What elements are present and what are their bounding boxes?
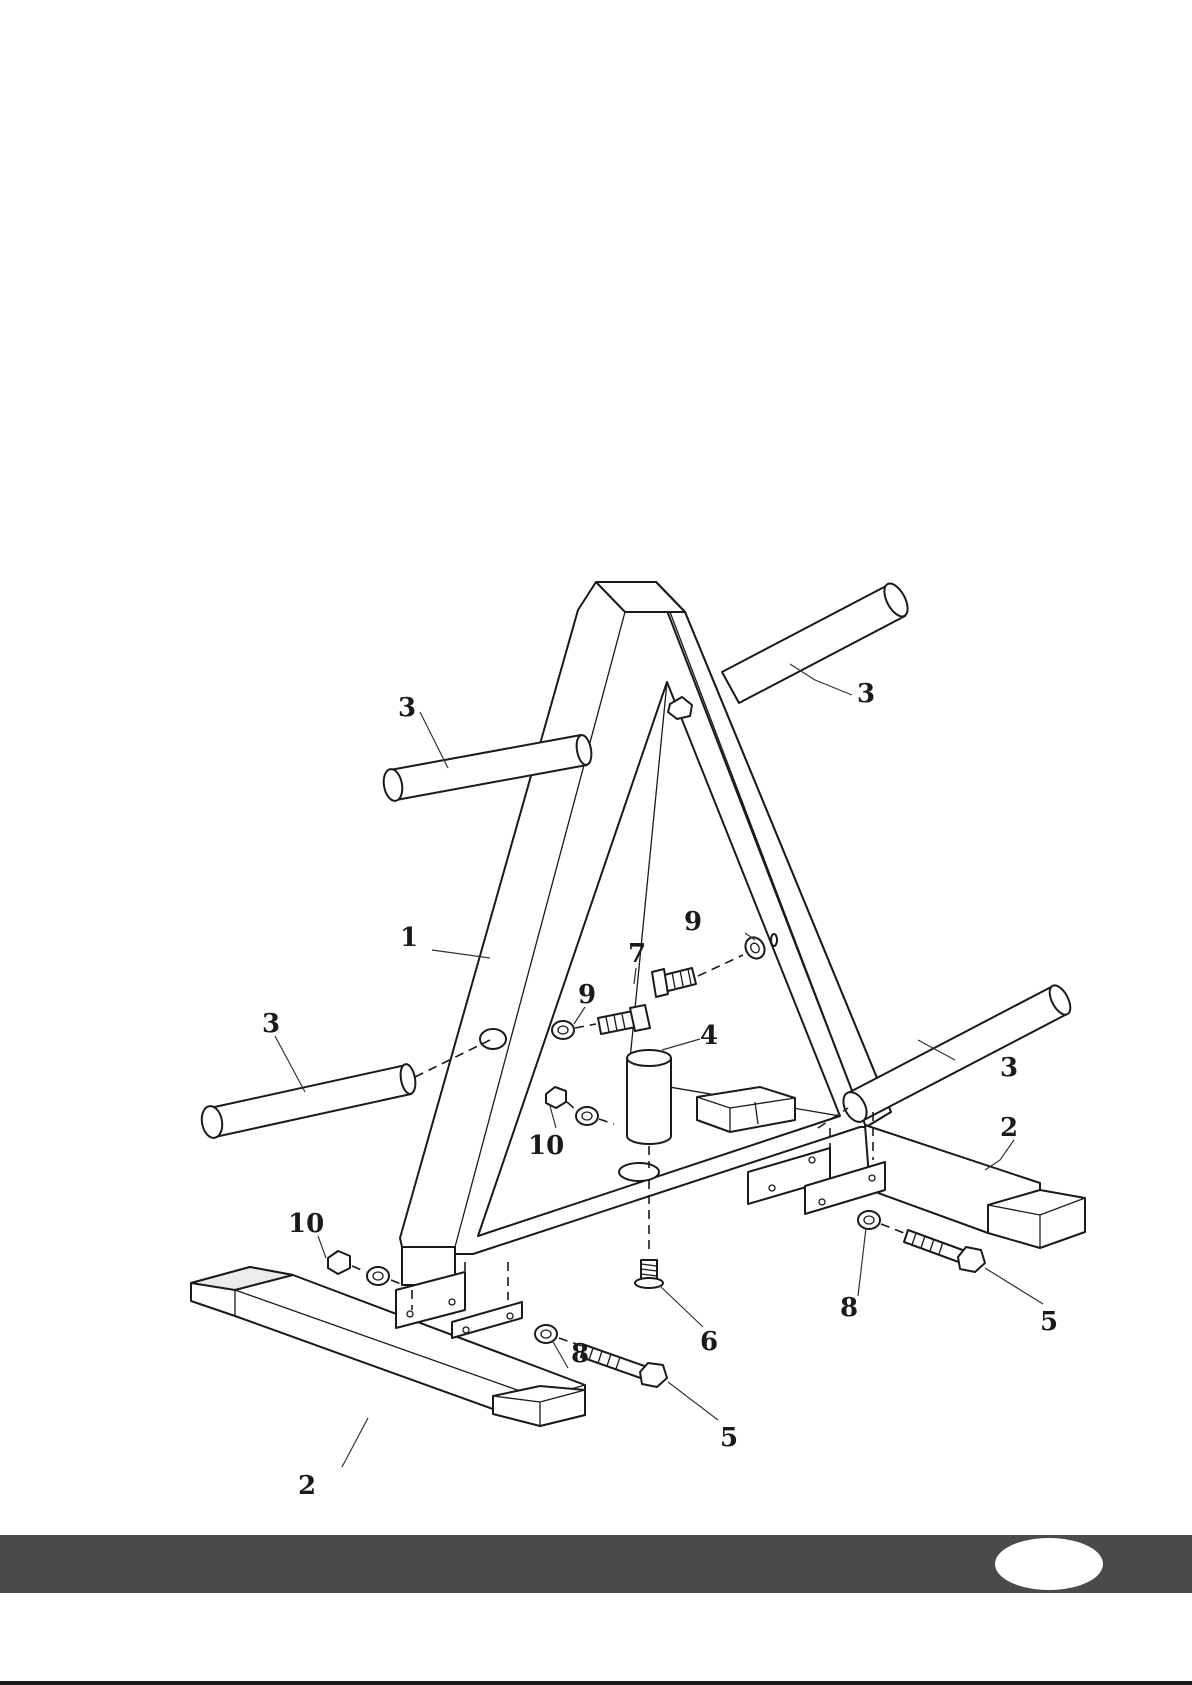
callout-3b: 3 [857,679,875,709]
callout-3c: 3 [1000,1053,1018,1083]
callout-3a: 3 [398,693,416,723]
callout-8a: 8 [571,1339,589,1369]
callout-8b: 8 [840,1293,858,1323]
callout-2a: 2 [1000,1113,1018,1143]
callout-9b: 9 [684,907,702,937]
bottom-rule [0,1681,1192,1685]
callout-5b: 5 [1040,1307,1058,1337]
callout-7: 7 [628,939,646,969]
page-number-badge [993,1536,1105,1592]
peg-upper-right [722,580,912,703]
callout-1: 1 [400,923,418,953]
callout-10a: 10 [528,1131,564,1161]
callout-10b: 10 [288,1209,324,1239]
callout-3d: 3 [262,1009,280,1039]
callout-4: 4 [700,1021,718,1051]
callout-2b: 2 [298,1471,316,1501]
bolt-6 [635,1260,663,1288]
callout-6: 6 [700,1327,718,1357]
callout-5a: 5 [720,1423,738,1453]
callout-9a: 9 [578,980,596,1010]
